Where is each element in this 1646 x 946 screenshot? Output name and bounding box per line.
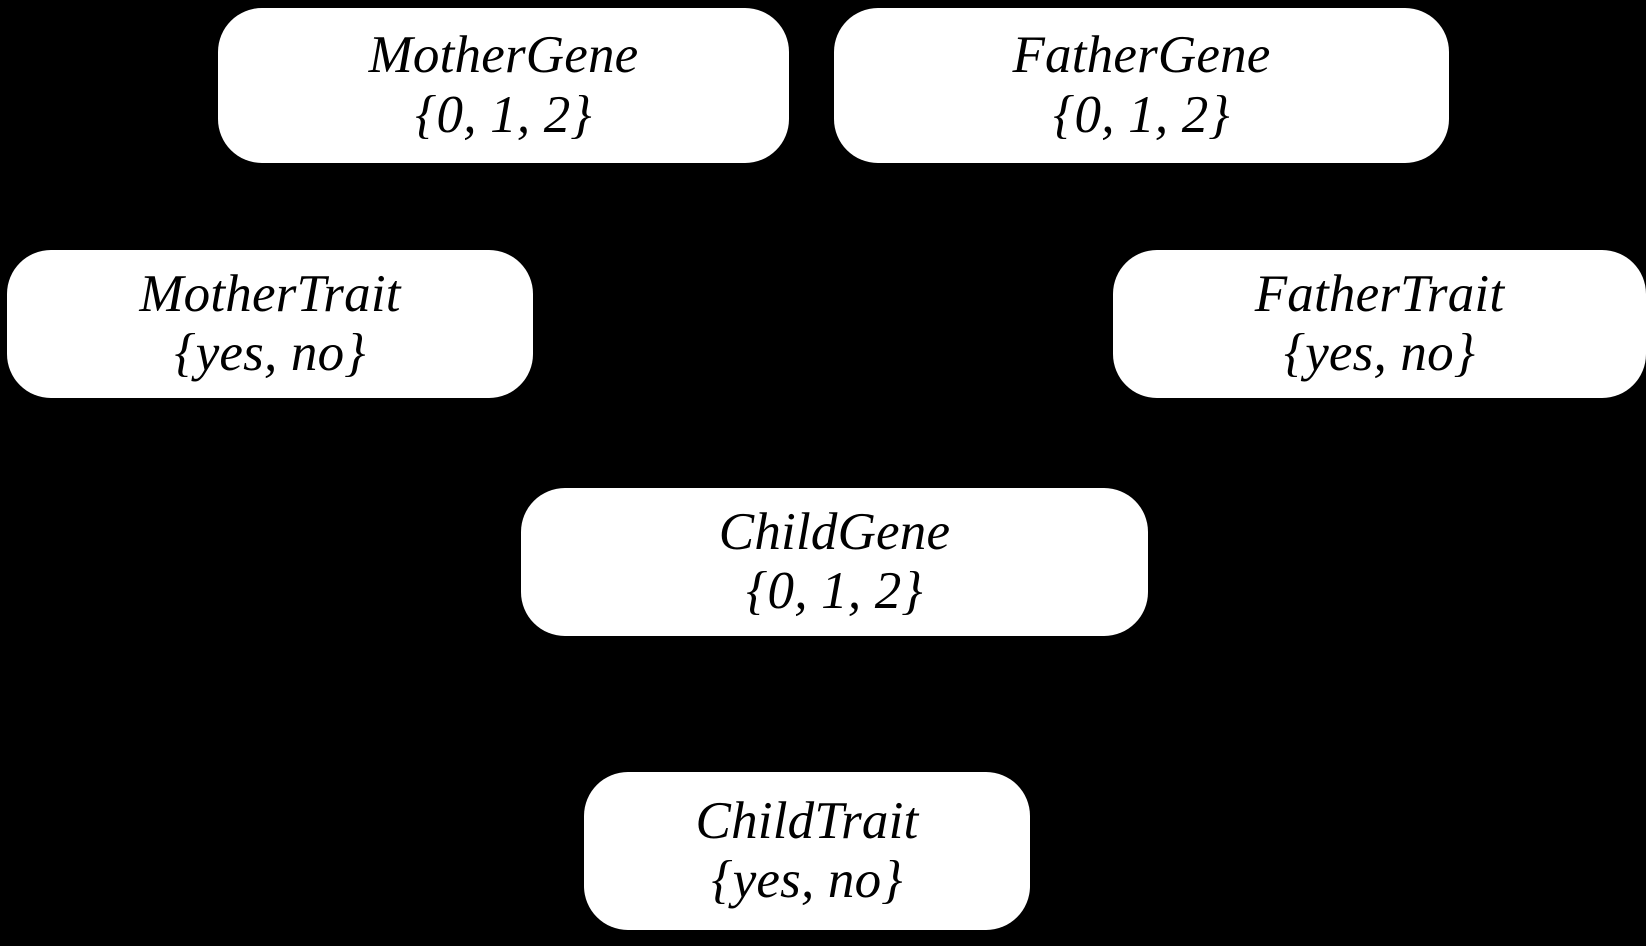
node-father-trait-domain: {yes, no} [1283,324,1476,382]
node-mother-gene[interactable]: MotherGene {0, 1, 2} [218,8,789,163]
node-father-trait[interactable]: FatherTrait {yes, no} [1113,250,1646,398]
node-mother-trait-domain: {yes, no} [174,324,366,382]
node-child-trait[interactable]: ChildTrait {yes, no} [584,772,1030,930]
node-child-gene-label: ChildGene [718,502,951,561]
node-child-trait-label: ChildTrait [695,791,919,850]
node-child-gene[interactable]: ChildGene {0, 1, 2} [521,488,1148,636]
node-father-gene[interactable]: FatherGene {0, 1, 2} [834,8,1449,163]
node-child-trait-domain: {yes, no} [711,851,903,909]
node-father-trait-label: FatherTrait [1254,264,1505,323]
node-father-gene-label: FatherGene [1012,26,1271,85]
node-mother-gene-label: MotherGene [368,26,639,85]
node-mother-gene-domain: {0, 1, 2} [415,85,592,144]
node-mother-trait-label: MotherTrait [139,264,401,323]
node-mother-trait[interactable]: MotherTrait {yes, no} [7,250,533,398]
node-child-gene-domain: {0, 1, 2} [746,562,923,620]
node-father-gene-domain: {0, 1, 2} [1053,85,1230,144]
